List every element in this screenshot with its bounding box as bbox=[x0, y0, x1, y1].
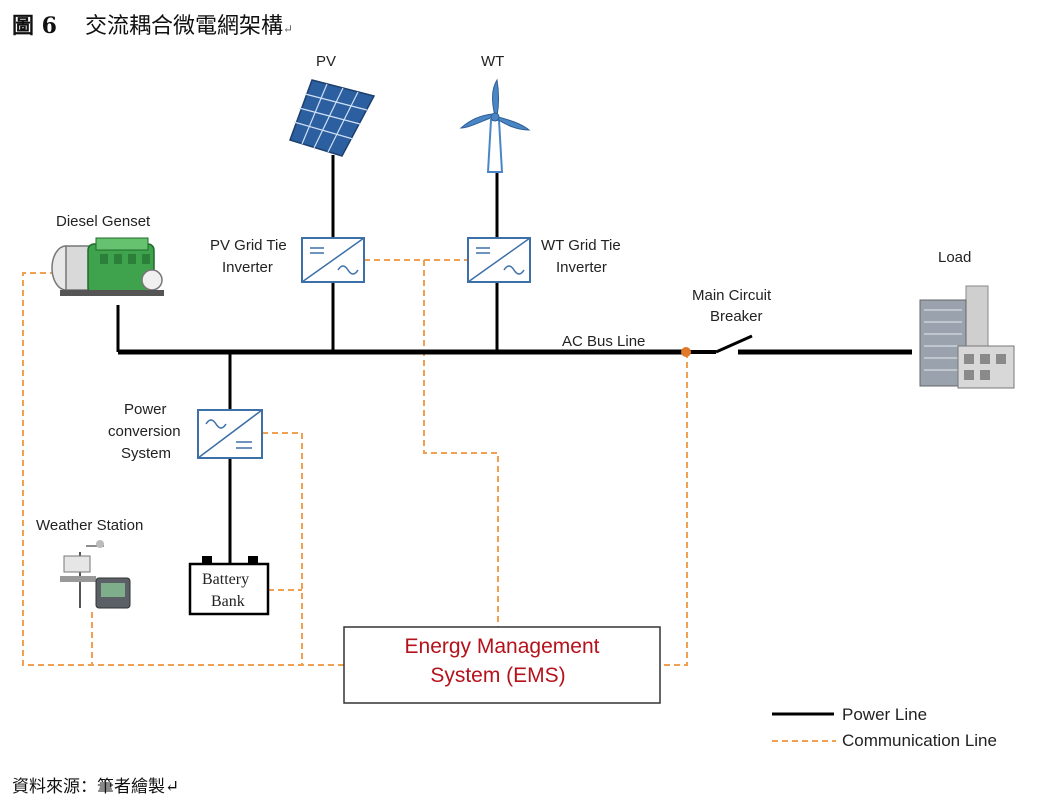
pcs-label-3: System bbox=[121, 445, 171, 462]
source-note: 資料來源：筆者繪製↵ bbox=[12, 777, 180, 797]
comm-line-diesel bbox=[22, 272, 344, 666]
pcs-label-2: conversion bbox=[108, 423, 181, 440]
weather-station-icon bbox=[60, 540, 131, 609]
ems-label-2: System (EMS) bbox=[430, 664, 565, 687]
battery-label-2: Bank bbox=[211, 593, 245, 610]
battery-bank-icon bbox=[188, 556, 270, 616]
wt-label: WT bbox=[481, 53, 504, 70]
communication-lines bbox=[22, 259, 836, 742]
ems-box bbox=[343, 626, 661, 704]
wt-inverter-label-1: WT Grid Tie bbox=[541, 237, 621, 254]
weather-station-label: Weather Station bbox=[36, 517, 143, 534]
wt-inverter-icon bbox=[467, 237, 531, 283]
comm-line-breaker bbox=[660, 352, 688, 666]
ac-bus-label: AC Bus Line bbox=[562, 333, 645, 350]
power-conversion-icon bbox=[197, 409, 263, 459]
legend-communication-line-label: Communication Line bbox=[842, 731, 997, 750]
ems-label-1: Energy Management bbox=[405, 635, 600, 658]
breaker-switch-blade bbox=[715, 334, 753, 354]
load-label: Load bbox=[938, 249, 971, 266]
power-lines bbox=[116, 155, 912, 716]
pcs-label-1: Power bbox=[124, 401, 167, 418]
figure-title-mark: ↵ bbox=[282, 22, 294, 36]
comm-line-inverters-ems bbox=[423, 260, 499, 627]
pv-inverter-icon bbox=[301, 237, 365, 283]
legend-power-line-label: Power Line bbox=[842, 705, 927, 724]
figure-heading: 圖 6 交流耦合微電網架構↵ bbox=[12, 8, 293, 40]
solar-panel-icon bbox=[289, 79, 376, 157]
comm-line-pcs bbox=[262, 432, 303, 665]
breaker-junction-dot bbox=[681, 347, 691, 357]
breaker-label-2: Breaker bbox=[710, 308, 763, 325]
diesel-genset-icon bbox=[51, 237, 164, 296]
figure-title: 交流耦合微電網架構 bbox=[84, 14, 283, 39]
wind-turbine-icon bbox=[459, 78, 531, 173]
diesel-genset-label: Diesel Genset bbox=[56, 213, 151, 230]
pv-inverter-label-2: Inverter bbox=[222, 259, 273, 276]
figure-number: 圖 6 bbox=[12, 13, 57, 39]
wt-inverter-label-2: Inverter bbox=[556, 259, 607, 276]
breaker-label-1: Main Circuit bbox=[692, 287, 772, 304]
battery-label-1: Battery bbox=[202, 571, 249, 588]
load-building-icon bbox=[919, 285, 1015, 389]
pv-label: PV bbox=[316, 53, 336, 70]
pv-inverter-label-1: PV Grid Tie bbox=[210, 237, 287, 254]
